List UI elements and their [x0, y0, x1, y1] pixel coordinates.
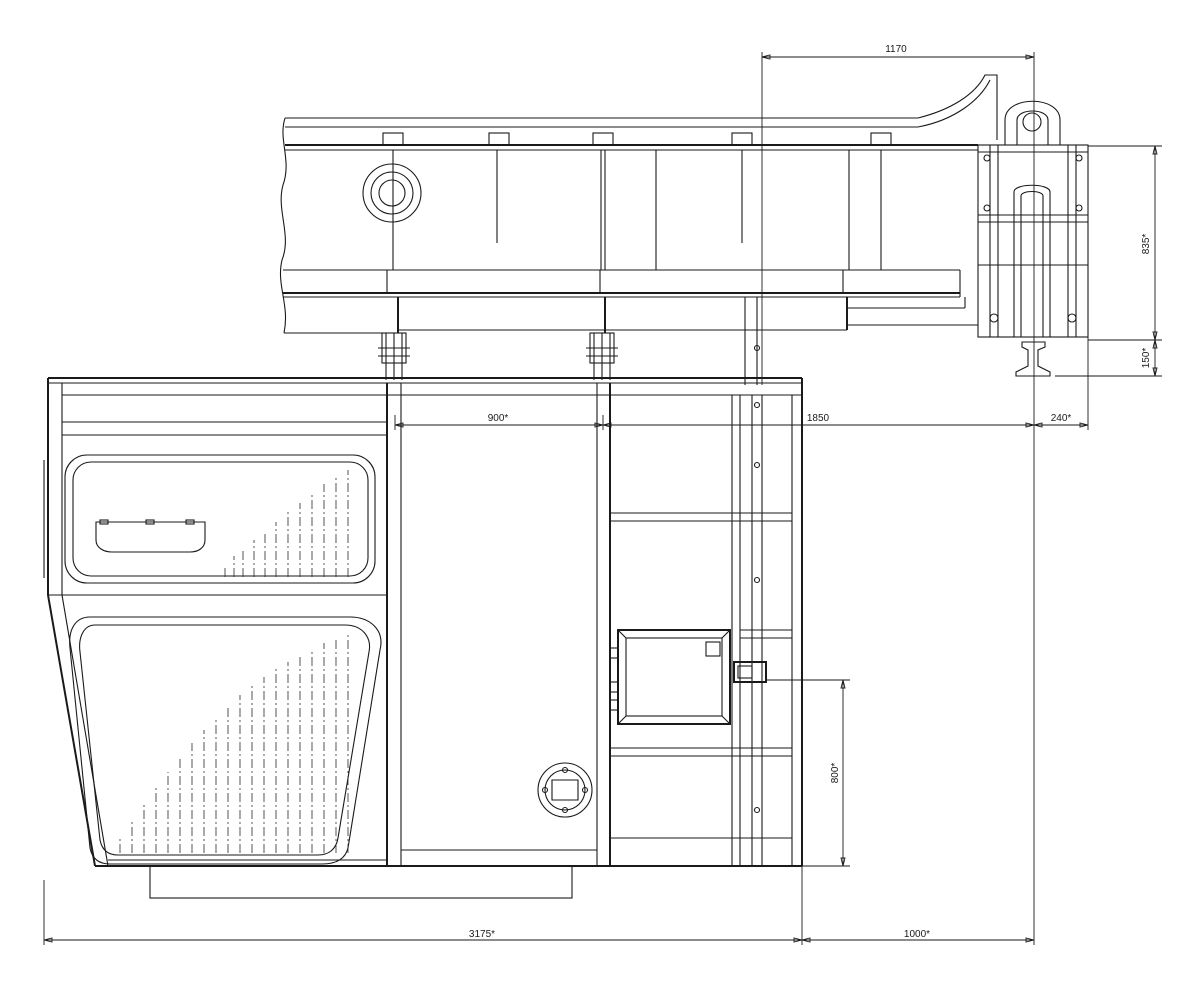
dim-1850: 1850: [807, 413, 830, 424]
dim-800: 800*: [830, 763, 841, 784]
dimension-lines: [43, 52, 1162, 945]
glass-hatch: [119, 470, 349, 853]
end-carriage: [977, 100, 1089, 377]
cabin-hangers: [378, 296, 780, 385]
operator-cabin: [43, 377, 803, 899]
dim-900: 900*: [488, 413, 509, 424]
dim-240: 240*: [1051, 413, 1072, 424]
dim-835: 835*: [1141, 234, 1152, 255]
dim-1000: 1000*: [904, 929, 930, 940]
access-ladder: [610, 344, 792, 866]
dim-3175: 3175*: [469, 929, 495, 940]
dim-150: 150*: [1141, 348, 1152, 369]
electrical-cabinet: [609, 629, 767, 725]
dim-1170: 1170: [885, 44, 907, 55]
girder-beam: [279, 74, 998, 334]
